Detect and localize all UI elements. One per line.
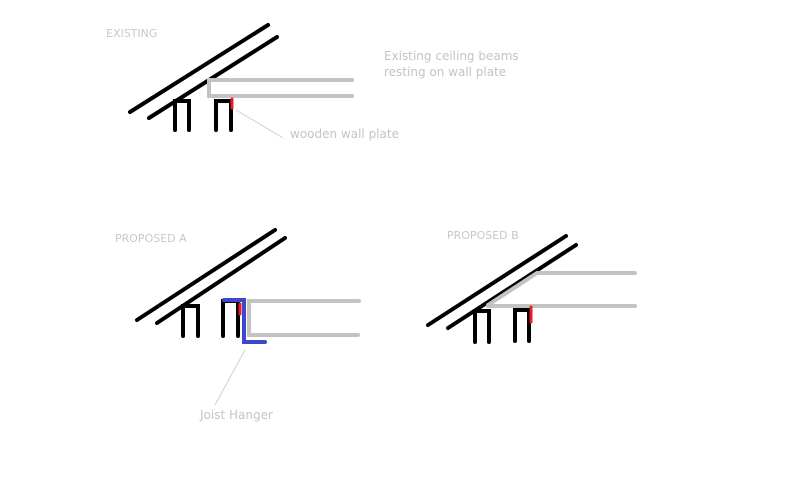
joist-hanger-callout: Joist Hanger (200, 408, 273, 422)
wall-post-inner (513, 308, 531, 343)
rafter-upper (128, 23, 270, 114)
rafter-upper (426, 234, 568, 327)
rafter-lower (147, 35, 279, 120)
proposed-a-diagram (135, 228, 361, 406)
existing-note-line2: resting on wall plate (384, 65, 507, 79)
joist-hanger (222, 298, 267, 344)
ceiling-beam-upper (486, 271, 637, 307)
rafter-upper (135, 228, 277, 322)
ceiling-beams (247, 299, 361, 337)
wall-post-inner (214, 99, 233, 132)
callout-leader (214, 349, 246, 406)
proposed-a-title: PROPOSED A (115, 232, 187, 245)
callout-leader (235, 109, 284, 139)
rafter-lower (155, 236, 287, 325)
wall-post-outer (181, 304, 200, 338)
existing-title: EXISTING (106, 27, 158, 40)
proposed-b-diagram (426, 234, 637, 344)
wall-post-outer (173, 99, 191, 132)
rafter-lower (446, 243, 578, 330)
ceiling-beams (207, 78, 354, 98)
wall-post-inner (221, 299, 240, 338)
wall-plate-callout: wooden wall plate (290, 127, 399, 141)
proposed-b-title: PROPOSED B (447, 229, 519, 242)
wall-post-outer (473, 309, 491, 344)
existing-note-line1: Existing ceiling beams (384, 49, 519, 63)
existing-diagram (128, 23, 354, 139)
